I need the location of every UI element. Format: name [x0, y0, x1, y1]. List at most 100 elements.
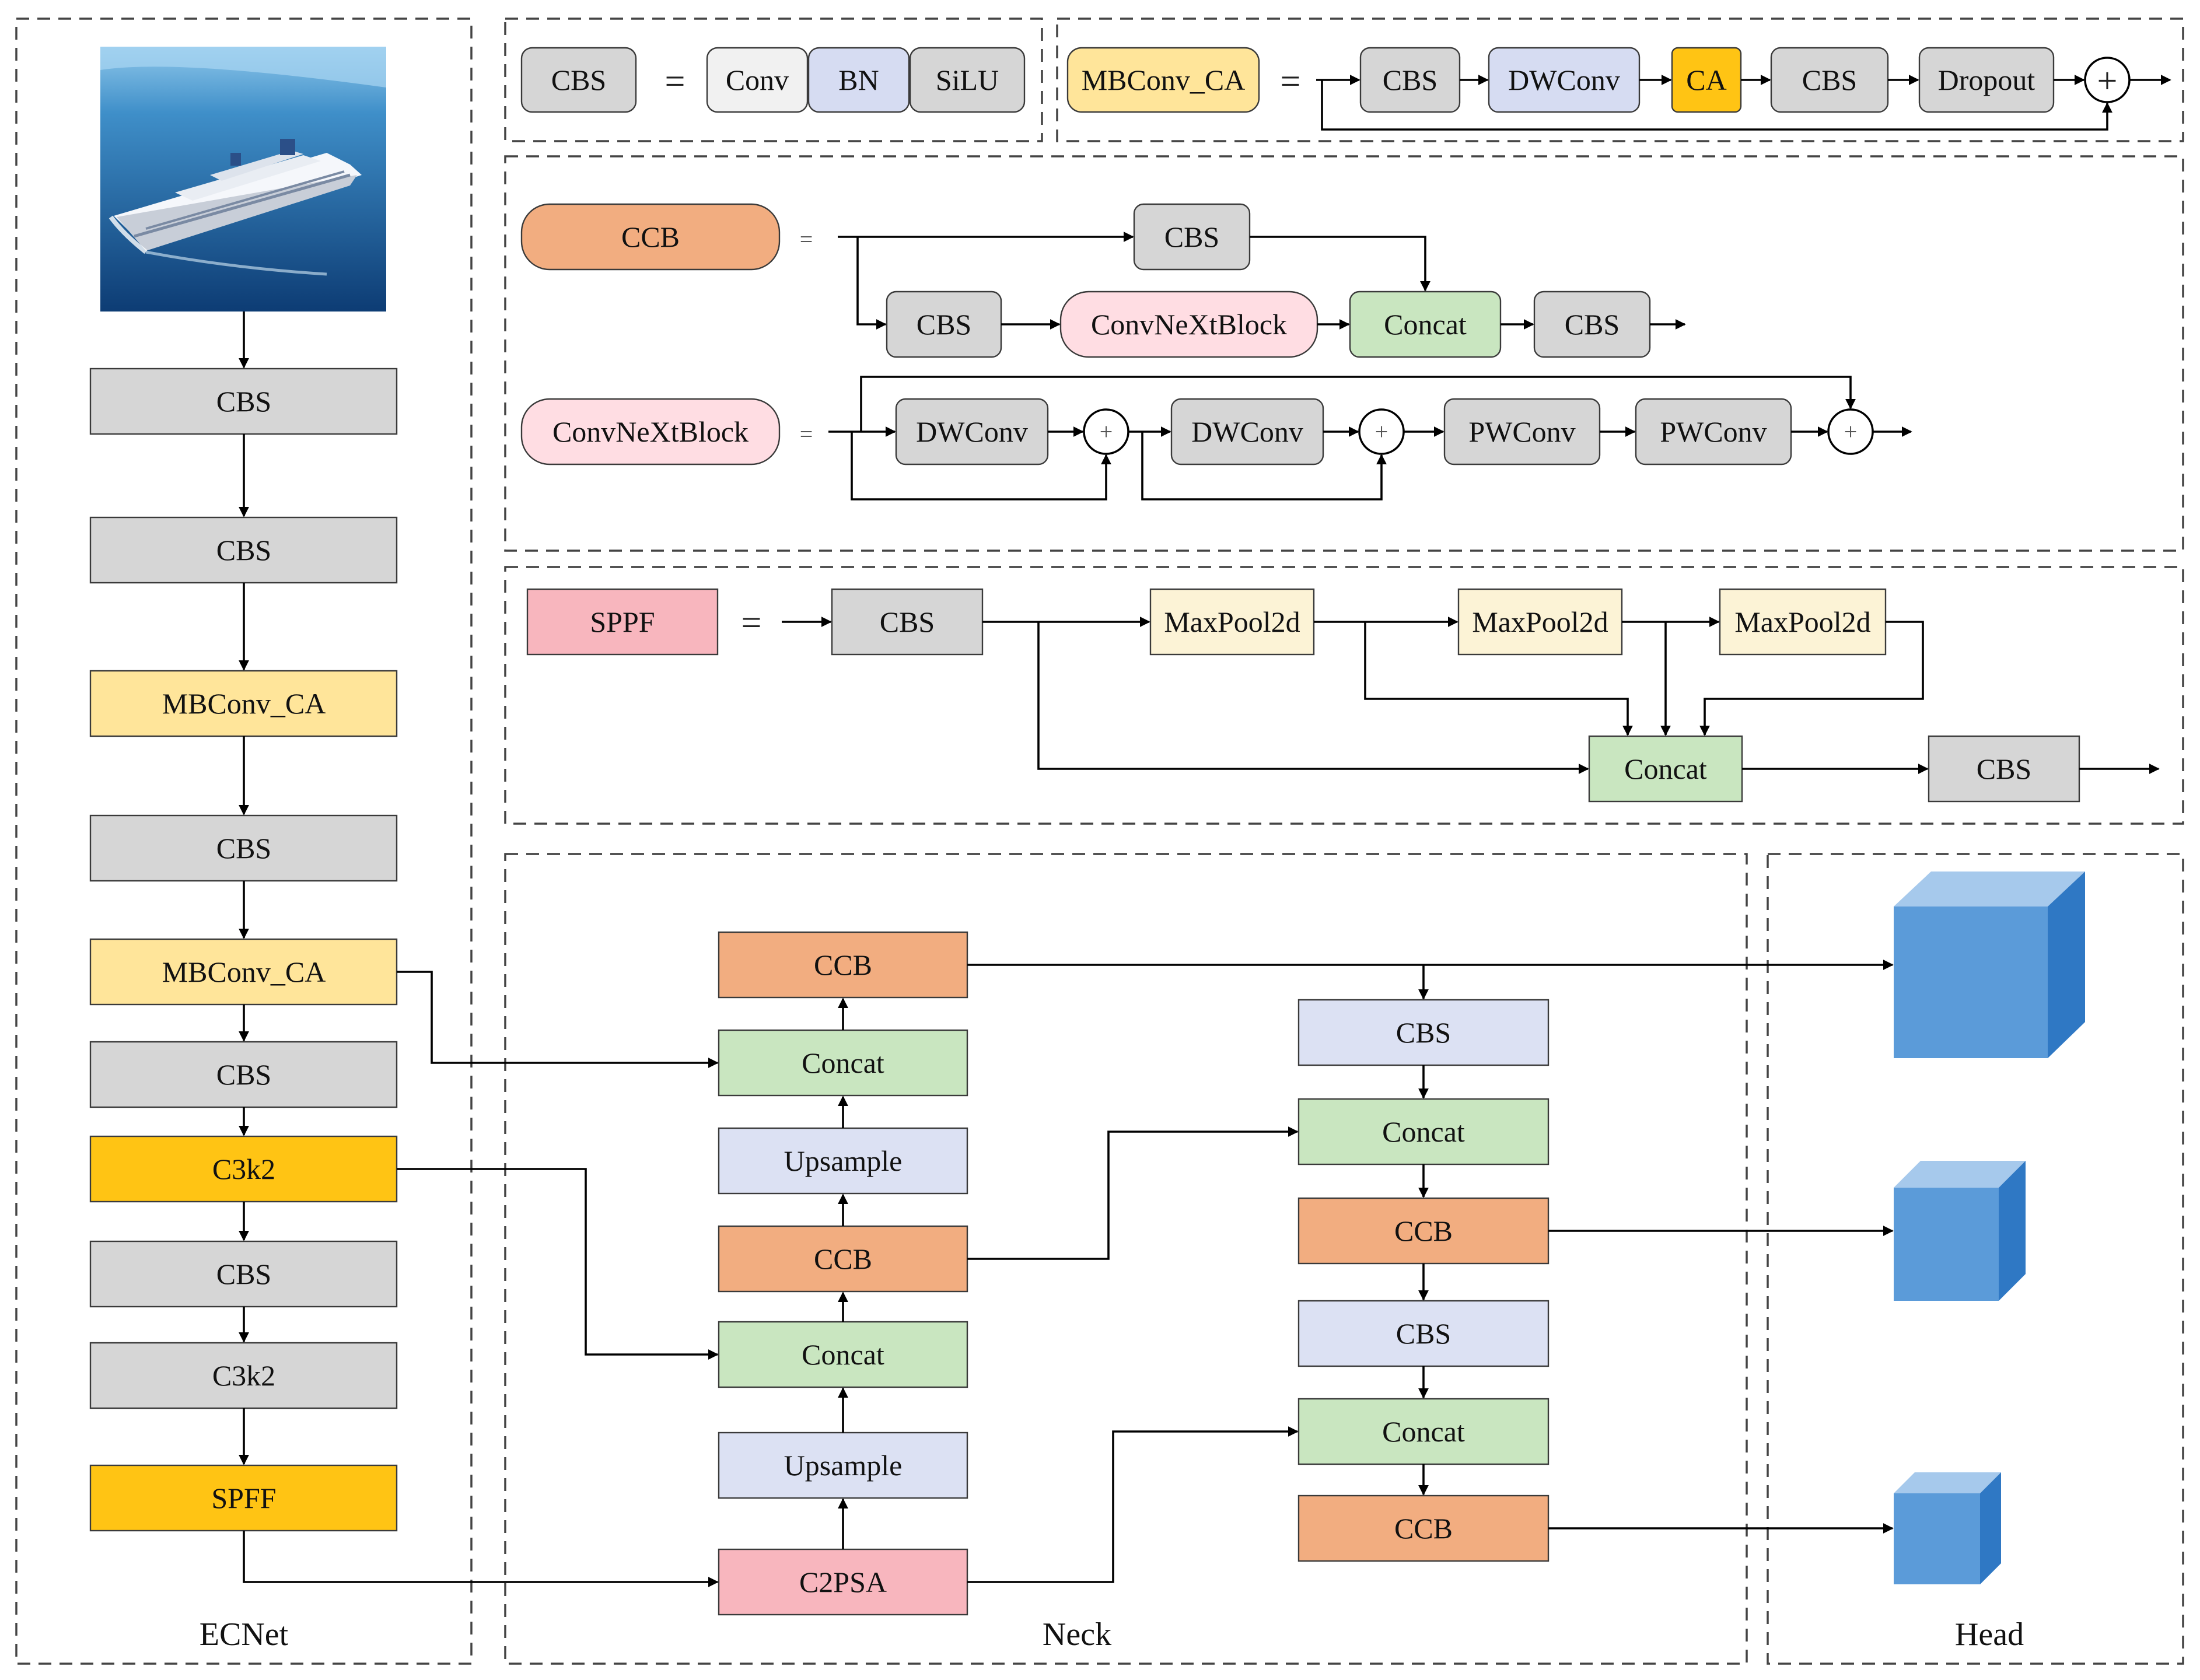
- svg-text:CBS: CBS: [1396, 1317, 1451, 1350]
- neck-left-upsample-2: Upsample: [718, 1432, 968, 1499]
- svg-text:CBS: CBS: [216, 832, 272, 864]
- input-ship-image: [100, 47, 386, 312]
- svg-text:CBS: CBS: [1164, 220, 1220, 253]
- mbconv-def-equals: =: [1281, 62, 1301, 102]
- cbs-def-conv: Conv: [706, 47, 809, 113]
- svg-text:CBS: CBS: [216, 385, 272, 418]
- ccb-def-convnextblock: ConvNeXtBlock: [1059, 290, 1318, 358]
- cbs-def-bn: BN: [807, 47, 910, 113]
- svg-text:+: +: [2097, 61, 2118, 101]
- svg-text:Concat: Concat: [1382, 1115, 1465, 1148]
- svg-text:ConvNeXtBlock: ConvNeXtBlock: [1091, 308, 1287, 341]
- backbone-block-cbs-2: CBS: [89, 516, 398, 584]
- mbconv-def-cbs-1: CBS: [1359, 47, 1461, 113]
- convnext-def-pwconv-1: PWConv: [1443, 398, 1601, 466]
- sppf-def-maxpool-3: MaxPool2d: [1719, 588, 1887, 656]
- neck-left-concat-2: Concat: [718, 1321, 968, 1388]
- svg-text:+: +: [1100, 419, 1113, 445]
- backbone-block-c3k2-1: C3k2: [89, 1135, 398, 1203]
- backbone-block-c3k2-2: C3k2: [89, 1342, 398, 1409]
- head-frame: [1767, 853, 2184, 1665]
- mbconv-def-dwconv: DWConv: [1488, 47, 1641, 113]
- section-label-ecnet: ECNet: [200, 1616, 289, 1653]
- neck-right-ccb-1: CCB: [1297, 1197, 1550, 1265]
- convnext-def-dwconv-1: DWConv: [895, 398, 1049, 466]
- svg-text:BN: BN: [838, 64, 879, 96]
- head-output-large: [1894, 872, 2085, 1058]
- svg-text:CCB: CCB: [814, 949, 872, 981]
- svg-text:CBS: CBS: [551, 64, 607, 96]
- svg-text:CCB: CCB: [814, 1242, 872, 1275]
- backbone-block-cbs-5: CBS: [89, 1240, 398, 1308]
- ccb-definition-frame: [504, 155, 2184, 552]
- svg-text:CBS: CBS: [917, 308, 972, 341]
- ccb-def-cbs-1: CBS: [886, 290, 1002, 358]
- cbs-def-silu: SiLU: [909, 47, 1026, 113]
- head-output-small: [1894, 1472, 2001, 1584]
- svg-text:CBS: CBS: [1802, 64, 1858, 96]
- ccb-def-cbs-2: CBS: [1533, 290, 1651, 358]
- svg-text:Concat: Concat: [1382, 1415, 1465, 1448]
- sppf-def-concat: Concat: [1588, 735, 1743, 803]
- svg-text:DWConv: DWConv: [1508, 64, 1620, 96]
- neck-left-ccb-top: CCB: [718, 931, 968, 999]
- mbconv-def-arrows: [1316, 75, 2171, 131]
- mbconv-definition-frame: [1056, 18, 2184, 142]
- svg-text:CBS: CBS: [880, 606, 935, 638]
- backbone-block-cbs-1: CBS: [89, 368, 398, 435]
- sppf-def-arrows: [782, 617, 2160, 774]
- sppf-def-maxpool-2: MaxPool2d: [1457, 588, 1623, 656]
- sppf-def-cbs: CBS: [831, 588, 984, 656]
- svg-text:MaxPool2d: MaxPool2d: [1472, 606, 1608, 638]
- svg-text:MaxPool2d: MaxPool2d: [1734, 606, 1870, 638]
- svg-text:Concat: Concat: [802, 1338, 884, 1371]
- sppf-def-out-cbs: CBS: [1928, 735, 2080, 803]
- neck-right-ccb-2: CCB: [1297, 1494, 1550, 1562]
- svg-text:ConvNeXtBlock: ConvNeXtBlock: [552, 415, 749, 448]
- sppf-definition-frame: [504, 566, 2184, 825]
- neck-left-upsample-1: Upsample: [718, 1127, 968, 1195]
- svg-text:MBConv_CA: MBConv_CA: [162, 687, 326, 720]
- svg-text:SiLU: SiLU: [936, 64, 999, 96]
- mbconv-def-dropout: Dropout: [1918, 47, 2055, 113]
- neck-arrows: [243, 960, 1894, 1587]
- backbone-block-spff: SPFF: [89, 1464, 398, 1532]
- neck-right-cbs-2: CBS: [1297, 1300, 1550, 1367]
- svg-text:CCB: CCB: [621, 220, 680, 253]
- ccb-def-arrows: [838, 232, 1686, 330]
- section-label-neck: Neck: [1043, 1616, 1111, 1653]
- convnext-def-arrows: [828, 376, 1912, 501]
- svg-text:CA: CA: [1686, 64, 1726, 96]
- svg-text:CCB: CCB: [1394, 1214, 1453, 1247]
- neck-frame: [504, 853, 1748, 1665]
- convnext-def-dwconv-2: DWConv: [1170, 398, 1324, 466]
- svg-text:+: +: [1844, 419, 1858, 445]
- section-label-head: Head: [1955, 1616, 2024, 1653]
- svg-text:DWConv: DWConv: [1191, 415, 1303, 448]
- svg-text:SPFF: SPFF: [211, 1482, 276, 1514]
- neck-left-ccb-mid: CCB: [718, 1225, 968, 1293]
- neck-right-cbs-1: CBS: [1297, 999, 1550, 1066]
- svg-text:CBS: CBS: [1565, 308, 1620, 341]
- svg-text:+: +: [1375, 419, 1388, 445]
- neck-left-c2psa: C2PSA: [718, 1548, 968, 1616]
- backbone-block-cbs-4: CBS: [89, 1041, 398, 1108]
- sppf-def-equals: =: [742, 603, 762, 643]
- ccb-def-concat: Concat: [1349, 290, 1502, 358]
- svg-text:DWConv: DWConv: [916, 415, 1028, 448]
- convnext-def-pwconv-2: PWConv: [1635, 398, 1792, 466]
- ccb-def-name: CCB: [520, 203, 781, 271]
- svg-text:Upsample: Upsample: [784, 1449, 903, 1482]
- cbs-def-name: CBS: [520, 47, 637, 113]
- neck-right-concat-2: Concat: [1297, 1398, 1550, 1465]
- svg-text:CBS: CBS: [1383, 64, 1438, 96]
- svg-text:MBConv_CA: MBConv_CA: [1082, 64, 1246, 96]
- mbconv-def-sum-node: +: [2084, 57, 2131, 103]
- svg-text:CCB: CCB: [1394, 1512, 1453, 1545]
- svg-text:CBS: CBS: [216, 1058, 272, 1091]
- head-output-medium: [1894, 1161, 2026, 1301]
- mbconv-def-name: MBConv_CA: [1066, 47, 1260, 113]
- ccb-def-equals: =: [800, 226, 813, 253]
- svg-text:Upsample: Upsample: [784, 1144, 903, 1177]
